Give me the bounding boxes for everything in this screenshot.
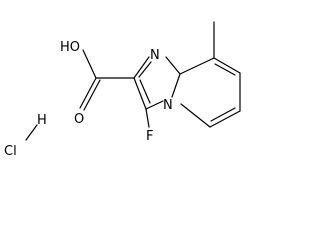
bond-n1-c8a [165,56,181,75]
chemical-structure: HO O F N N H Cl [4,21,241,159]
bond-c8a-c8 [179,57,215,75]
bond-c8a-n4 [171,73,181,98]
atom-nitrogen-bridge: N [163,98,173,113]
bond-c-o-double-a [79,77,97,109]
bond-c8-c7-inner [214,63,236,76]
bond-c3-c2 [133,77,147,110]
bond-c5-n4 [180,103,211,128]
bond-c6-c5 [209,110,241,128]
bond-c3-f [145,108,150,128]
bond-c2-n1-inner [138,61,152,78]
atom-carbonyl-oxygen: O [74,112,84,127]
bond-c-o-double-b [83,79,101,111]
bond-c3-c2-inner [139,79,151,104]
bond-oh-c [82,49,97,79]
atom-hydroxyl: HO [60,40,80,55]
atom-fluorine: F [146,129,153,144]
bond-n4-c3 [145,100,164,110]
bond-h-cl [25,124,38,141]
atom-nitrogen-top: N [150,48,160,63]
bond-c6-c5-inner [210,107,236,122]
bond-c8-c7 [213,57,241,74]
bond-c2-n1 [133,56,150,79]
atom-chlorine: Cl [4,144,17,159]
atom-hydrogen: H [37,113,47,128]
